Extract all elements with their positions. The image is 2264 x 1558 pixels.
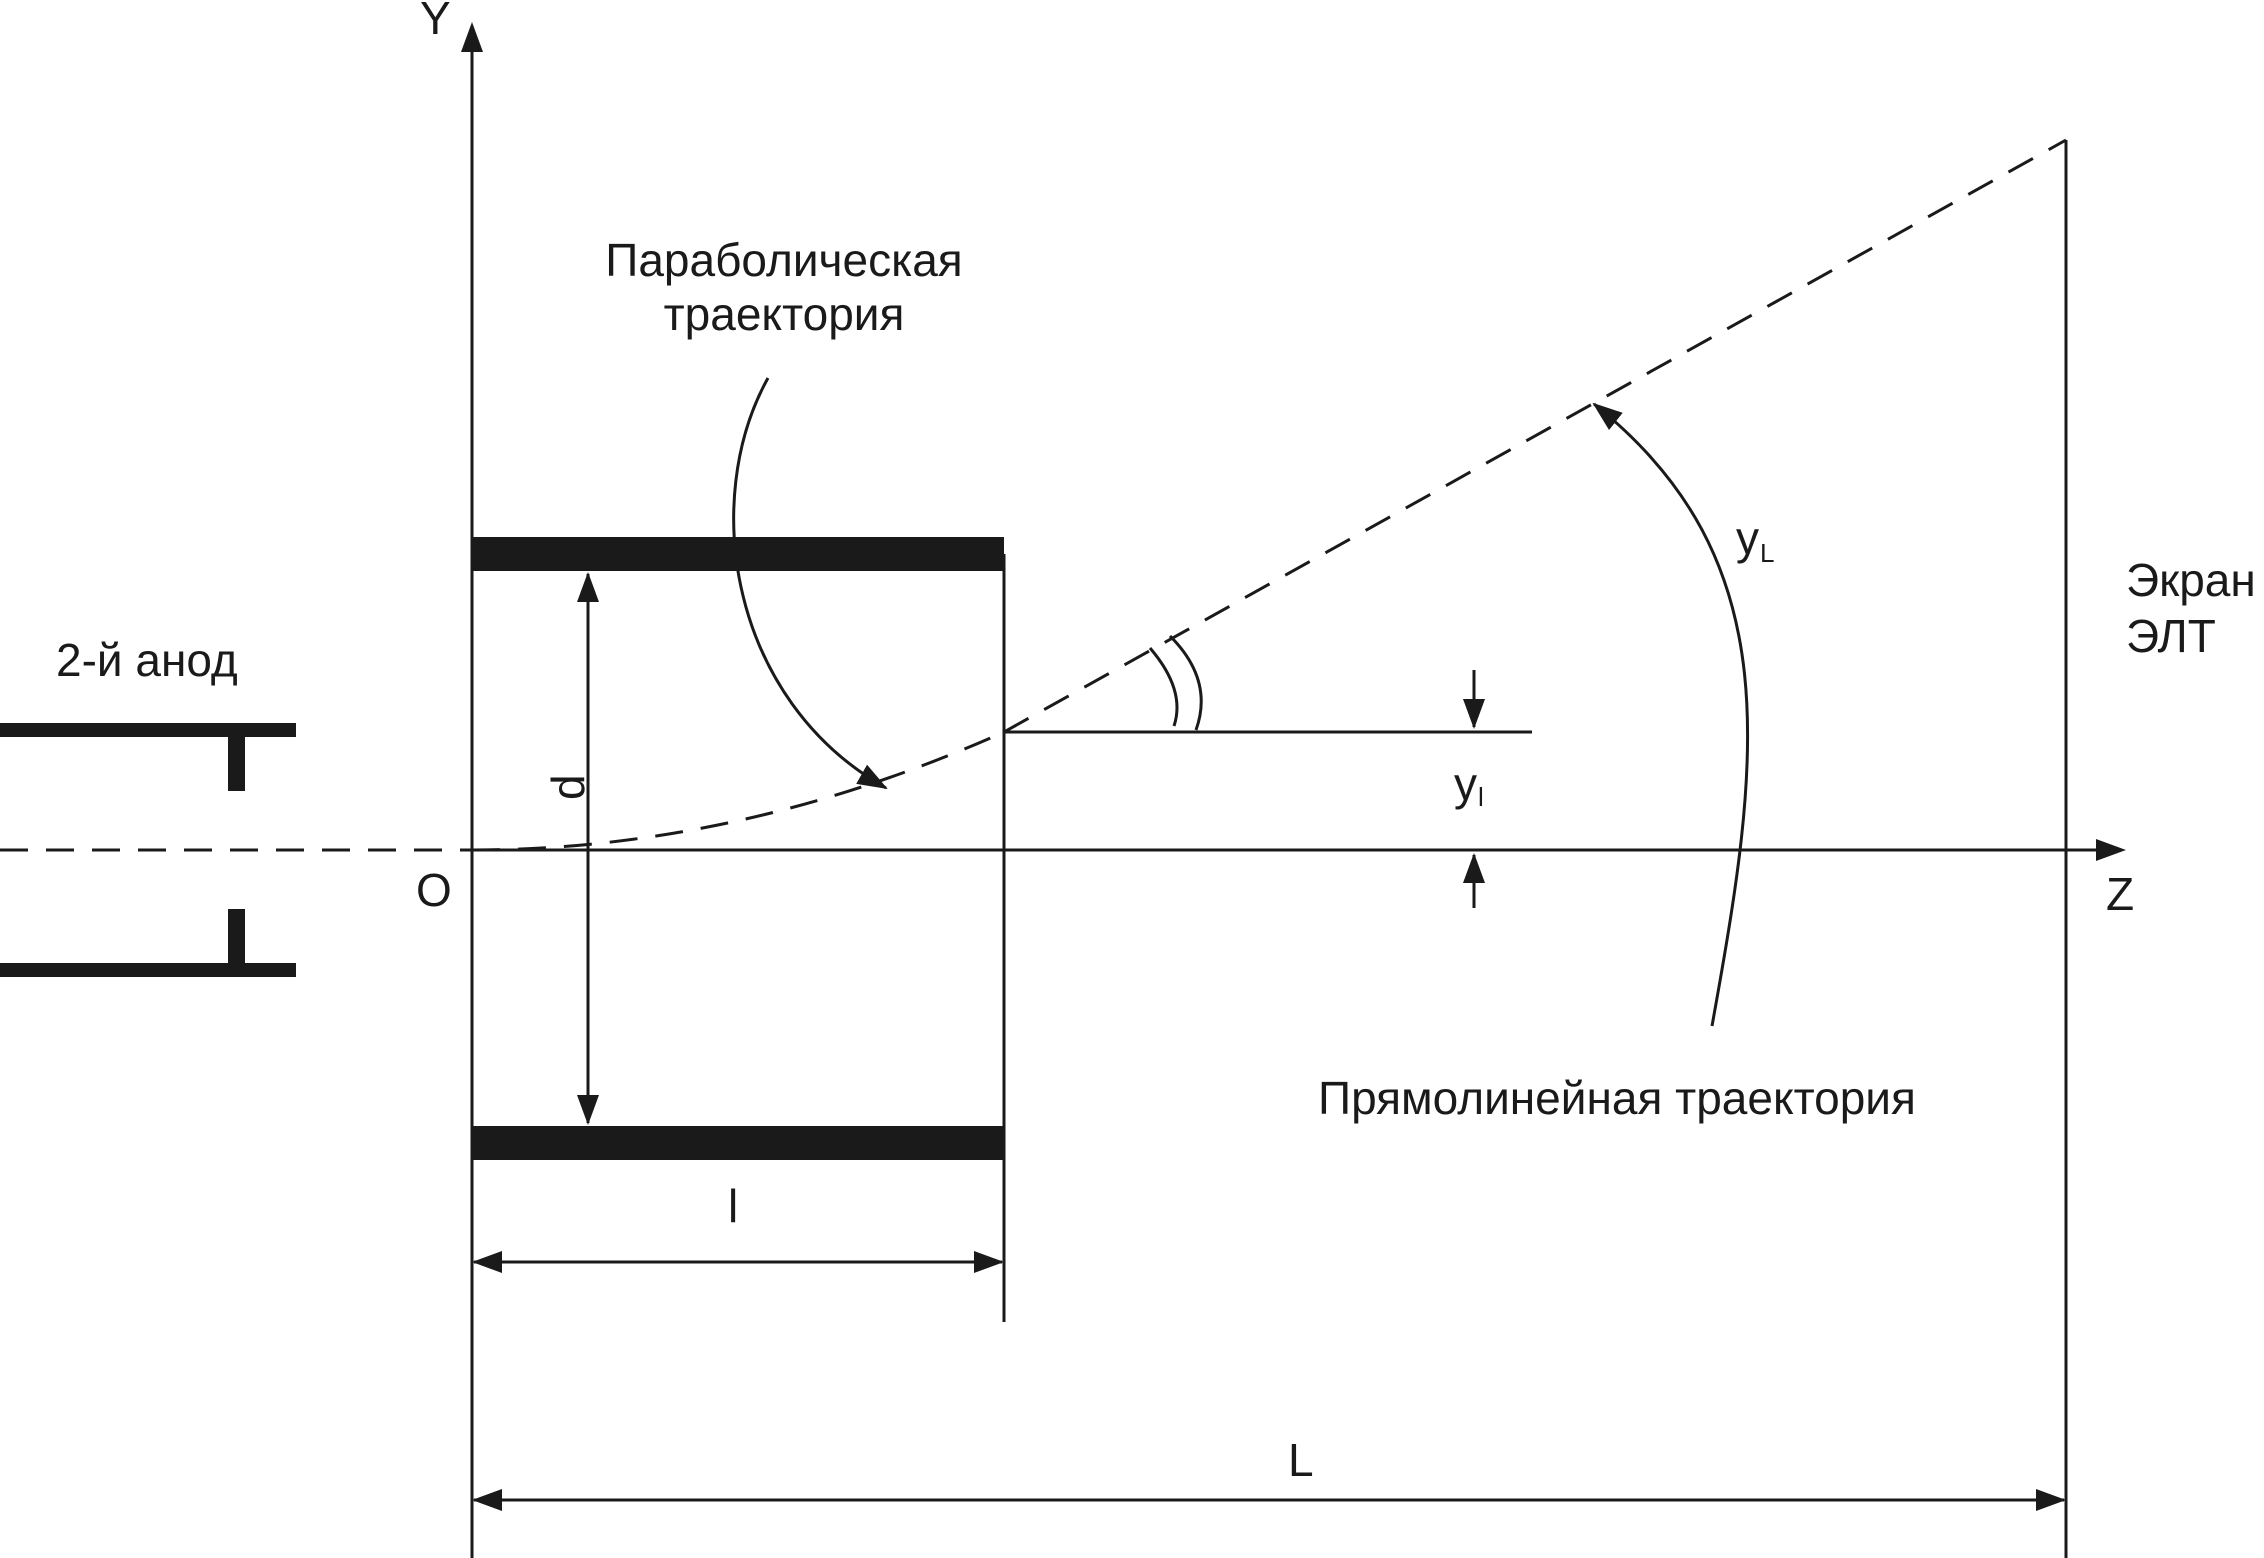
y-l-subscript: l <box>1478 782 1484 812</box>
L-label: L <box>1288 1434 1314 1486</box>
straight-pointer-arrow <box>1592 402 1750 1027</box>
deflection-angle-arc-outer <box>1168 634 1203 731</box>
screen-label-line1: Экран <box>2126 554 2256 606</box>
parabolic-label-line1: Параболическая <box>605 234 962 286</box>
lower-deflection-plate <box>472 1126 1004 1160</box>
y-L-label: y L <box>1736 512 1774 568</box>
y-l-base: y <box>1454 758 1477 810</box>
straight-trajectory <box>1003 138 2067 734</box>
z-axis-arrow-icon <box>2096 839 2126 861</box>
origin-label: O <box>416 864 452 916</box>
straight-label: Прямолинейная траектория <box>1318 1072 1916 1124</box>
l-label: l <box>728 1180 738 1232</box>
y-L-base: y <box>1736 512 1759 564</box>
z-axis-label: Z <box>2106 868 2134 920</box>
d-label: d <box>542 774 594 800</box>
anode-label: 2-й анод <box>56 634 238 686</box>
second-anode <box>0 723 296 977</box>
y-l-label: y l <box>1454 758 1484 812</box>
y-axis-label: Y <box>420 0 451 44</box>
parabolic-trajectory <box>471 730 1005 852</box>
parabolic-label-line2: траектория <box>664 288 905 340</box>
y-L-subscript: L <box>1760 538 1774 568</box>
y-axis-arrow-icon <box>461 22 483 52</box>
screen-label-line2: ЭЛТ <box>2126 610 2216 662</box>
deflection-angle-arc-inner <box>1148 647 1179 727</box>
parabolic-pointer-arrow <box>732 377 888 790</box>
